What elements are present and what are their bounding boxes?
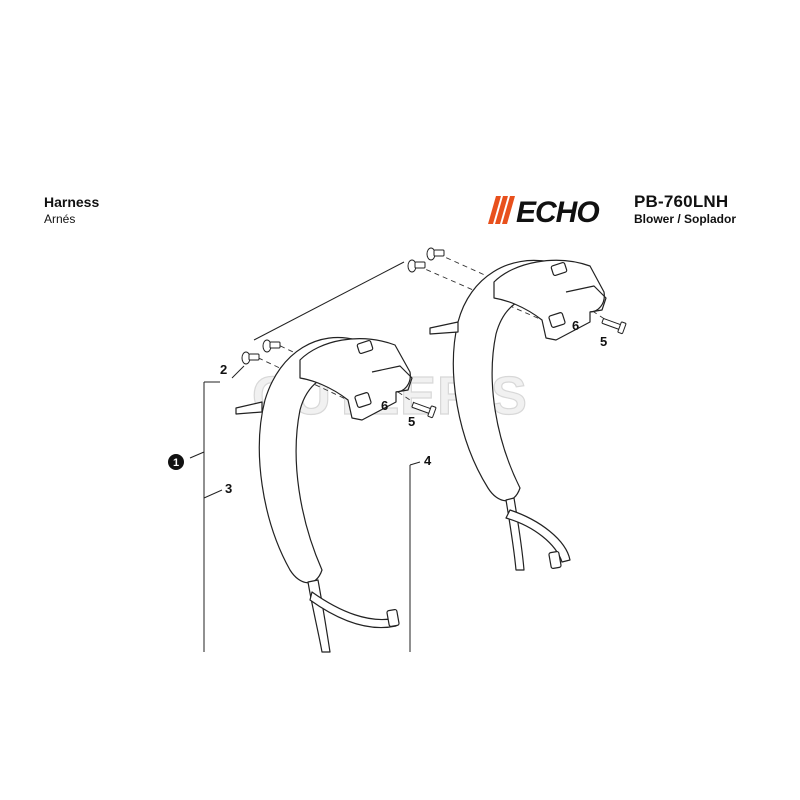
callout-6-right: 6 bbox=[572, 318, 579, 333]
callout-5-left: 5 bbox=[408, 414, 415, 429]
page-title: Harness bbox=[44, 194, 100, 210]
bolt-icon bbox=[411, 318, 627, 419]
callout-5-right: 5 bbox=[600, 334, 607, 349]
callout-3: 3 bbox=[225, 481, 232, 496]
callout-1-badge bbox=[168, 454, 184, 470]
right-harness-strap bbox=[429, 259, 607, 571]
logo-stripes-icon bbox=[488, 196, 515, 224]
callout-4: 4 bbox=[424, 453, 432, 468]
logo-wordmark: ECHO bbox=[516, 196, 599, 228]
callout-2: 2 bbox=[220, 362, 227, 377]
left-harness-strap bbox=[235, 336, 413, 653]
callout-6-left: 6 bbox=[381, 398, 388, 413]
assembly-leader-lines bbox=[189, 261, 421, 652]
echo-logo: ECHO bbox=[488, 196, 600, 228]
product-subtitle: Blower / Soplador bbox=[634, 212, 737, 226]
page-title-translation: Arnés bbox=[44, 212, 76, 226]
screw-icon bbox=[241, 247, 445, 365]
model-number: PB-760LNH bbox=[634, 192, 729, 211]
callout-1: 1 bbox=[173, 457, 179, 469]
